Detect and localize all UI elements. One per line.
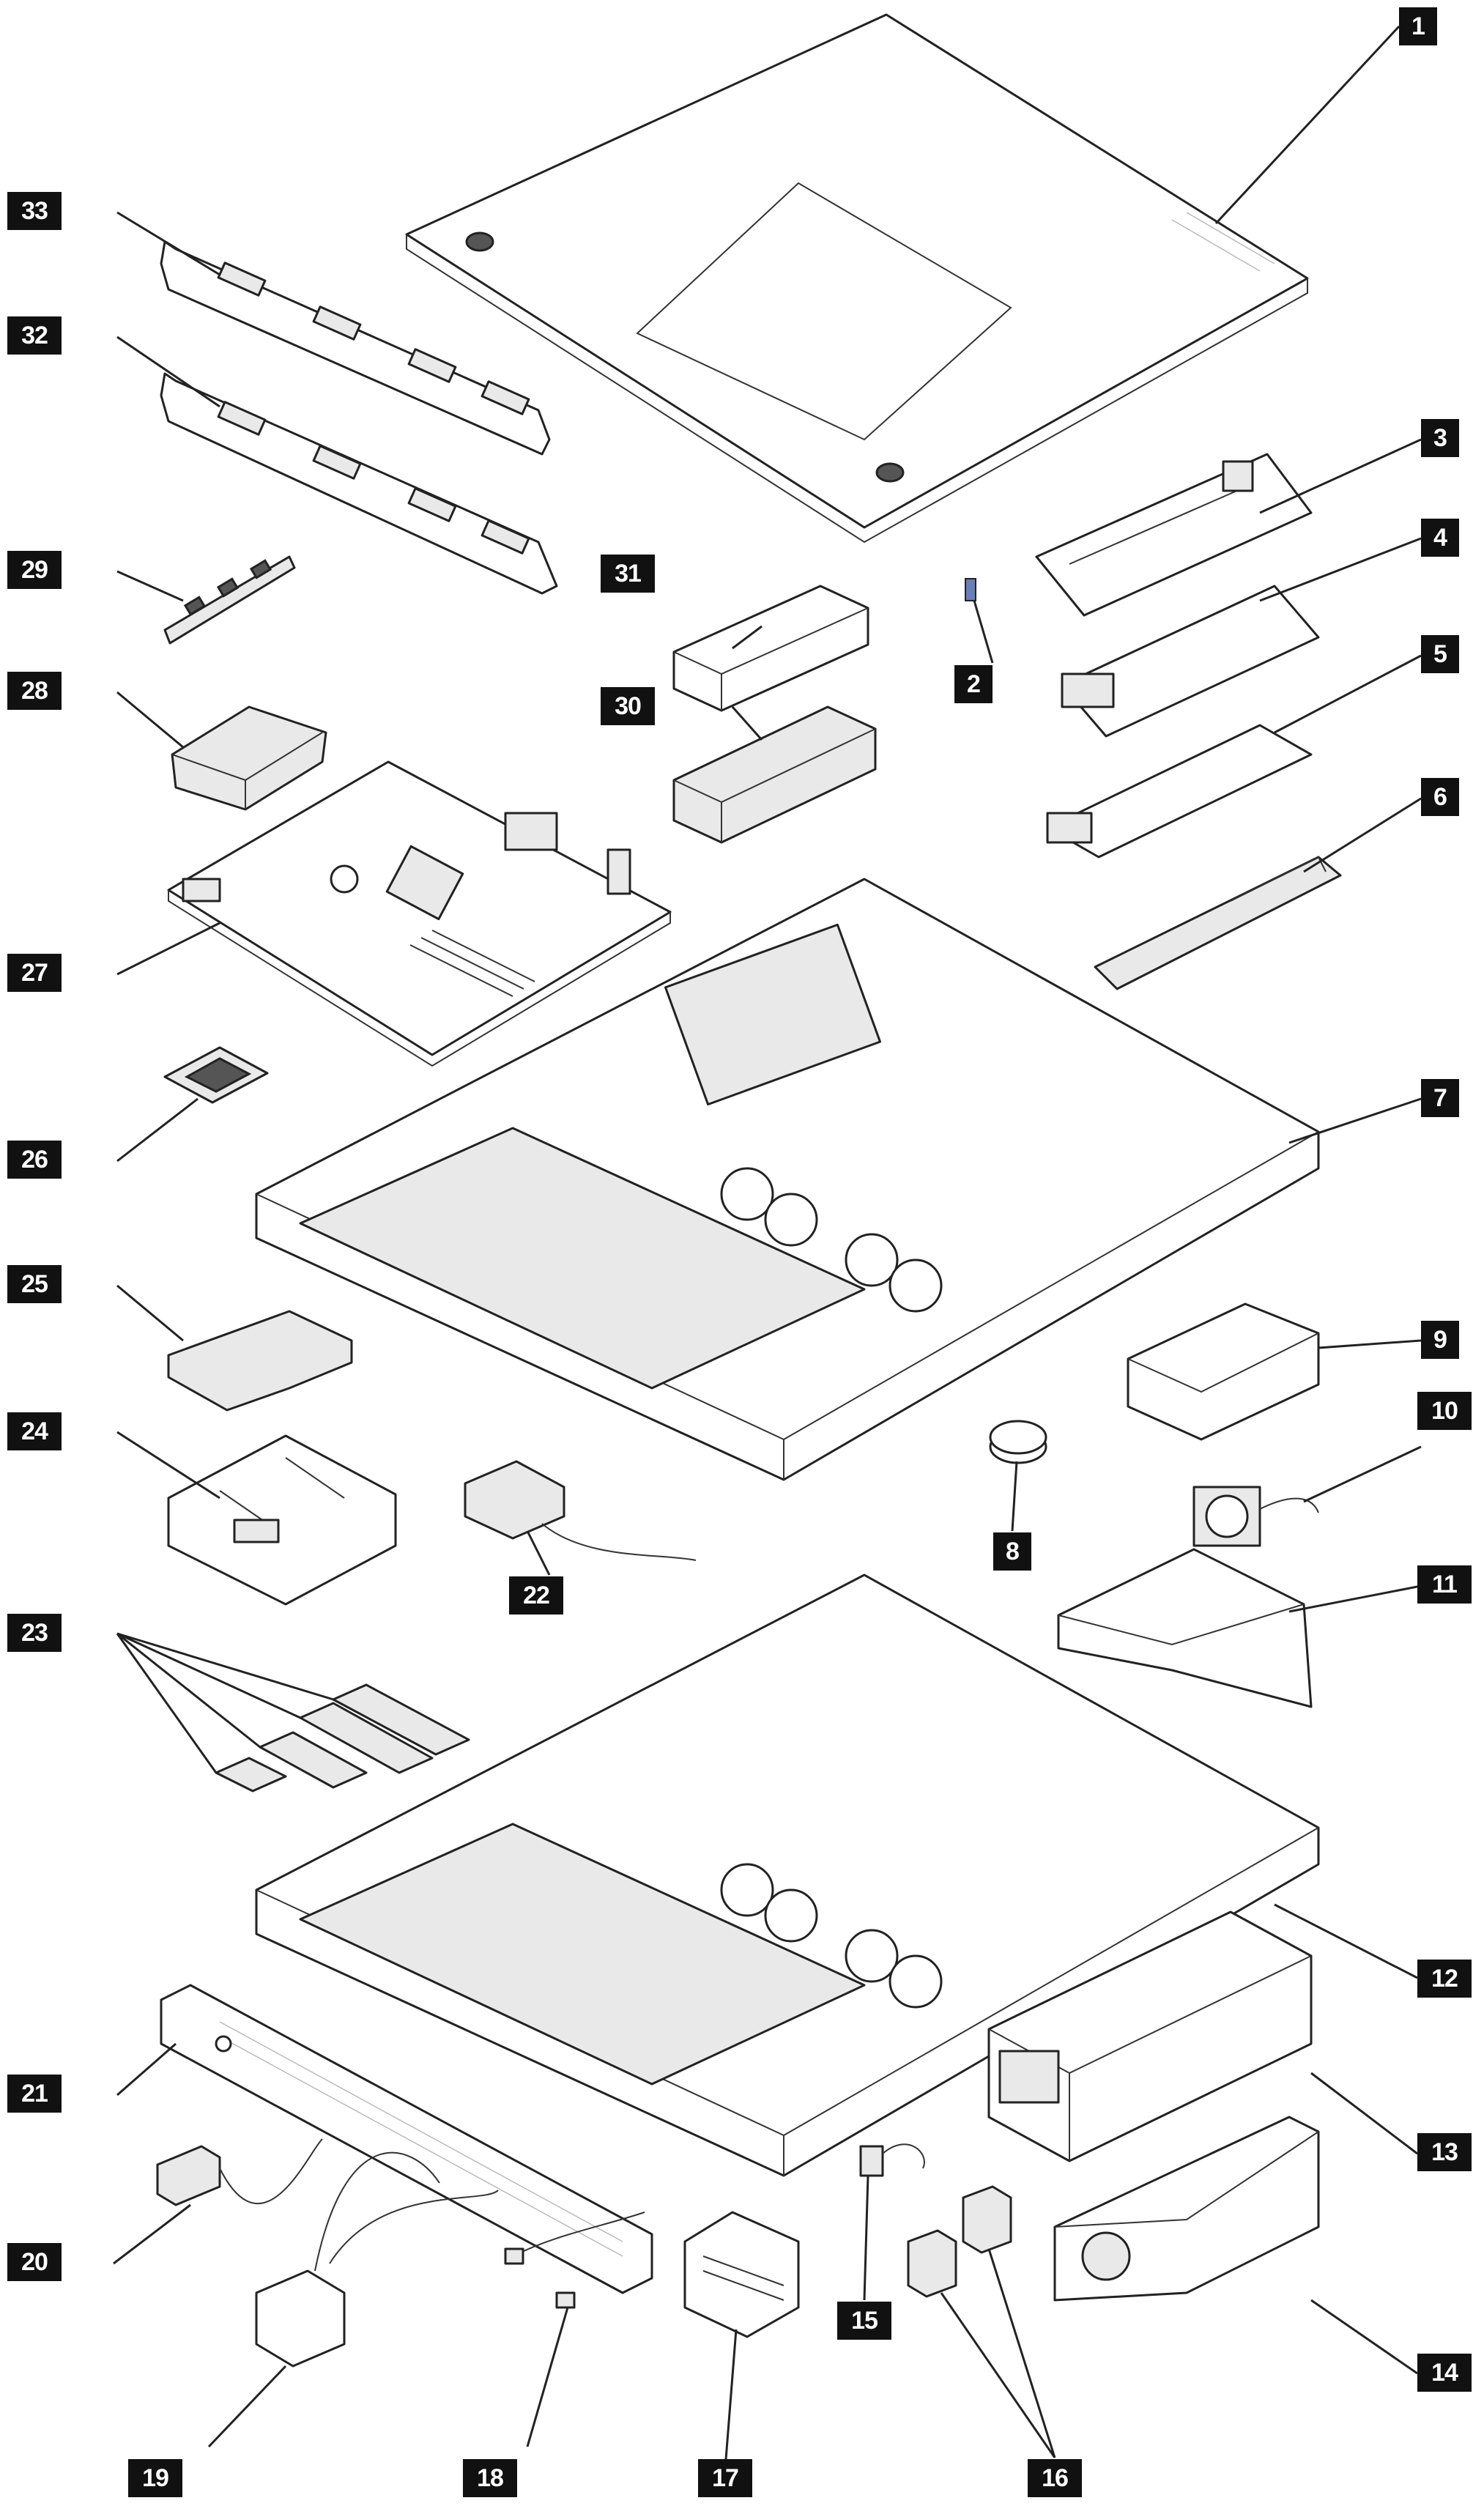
callout-28: 28 [7,672,62,710]
processor-air-baffle-part [1057,1548,1313,1708]
callout-18: 18 [463,2459,517,2497]
riser-assembly-part [1035,453,1313,617]
air-baffle-part [1127,1302,1320,1441]
top-cover-part [405,13,1309,544]
callout-22: 22 [509,1576,563,1615]
callout-30: 30 [601,687,655,725]
drive-cage-part [683,2211,800,2338]
chassis-8-bay-part [255,878,1320,1481]
system-board-part [167,760,672,1067]
pcie-adapter-part [1094,856,1342,990]
callout-23: 23 [7,1614,62,1652]
serial-port-cable-part [156,2138,323,2206]
flash-power-module-part [464,1460,697,1561]
backplane-8-bay-part [160,240,551,456]
callout-12: 12 [1417,1960,1472,1998]
callout-31: 31 [601,555,655,593]
callout-3: 3 [1421,419,1459,457]
callout-29: 29 [7,551,62,589]
m2-adapter-part [1061,585,1320,738]
m2-drives-part [215,1683,470,1793]
signal-cable-part [504,2212,645,2309]
callout-8: 8 [993,1532,1031,1571]
callout-2: 2 [954,665,993,703]
m2-boot-adapter-part [1046,724,1313,859]
callout-25: 25 [7,1265,62,1303]
callout-19: 19 [128,2459,182,2497]
cmos-battery-part [989,1420,1047,1464]
callout-9: 9 [1421,1321,1459,1359]
fan-module-part [1192,1486,1319,1547]
memory-module-part [163,555,296,645]
power-supply-fixed-part [1053,2116,1320,2302]
power-supply-hot-swap-part [987,1910,1313,2162]
callout-10: 10 [1417,1392,1472,1430]
callout-6: 6 [1421,778,1459,816]
front-io-assembly-part [255,2151,499,2368]
callout-33: 33 [7,192,62,230]
callout-32: 32 [7,316,62,355]
callout-13: 13 [1417,2133,1472,2171]
backplane-10-bay-part [160,372,558,595]
callout-14: 14 [1417,2354,1472,2392]
intrusion-switch-part [859,2143,925,2177]
drive-fillers-part [907,2185,1012,2298]
callout-16: 16 [1028,2459,1082,2497]
drive-bay-filler-part [672,585,869,712]
callout-5: 5 [1421,635,1459,673]
callout-24: 24 [7,1412,62,1450]
callout-1: 1 [1399,7,1437,45]
drive-assembly-part [672,705,877,844]
processor-part [163,1046,269,1104]
callout-11: 11 [1417,1565,1472,1604]
security-bezel-part [160,1984,653,2294]
callout-15: 15 [837,2302,891,2340]
heat-sink-part [171,705,327,811]
release-latch-part [965,578,976,601]
chassis-10-bay-part [255,1573,1320,2177]
leader-lines [113,25,1422,2469]
callout-20: 20 [7,2243,62,2281]
processor-board-part [167,1310,353,1412]
callout-26: 26 [7,1141,62,1179]
callout-4: 4 [1421,519,1459,557]
callout-7: 7 [1421,1079,1459,1117]
power-distribution-board-part [167,1434,397,1606]
callout-27: 27 [7,954,62,992]
callout-17: 17 [698,2459,752,2497]
callout-21: 21 [7,2075,62,2113]
